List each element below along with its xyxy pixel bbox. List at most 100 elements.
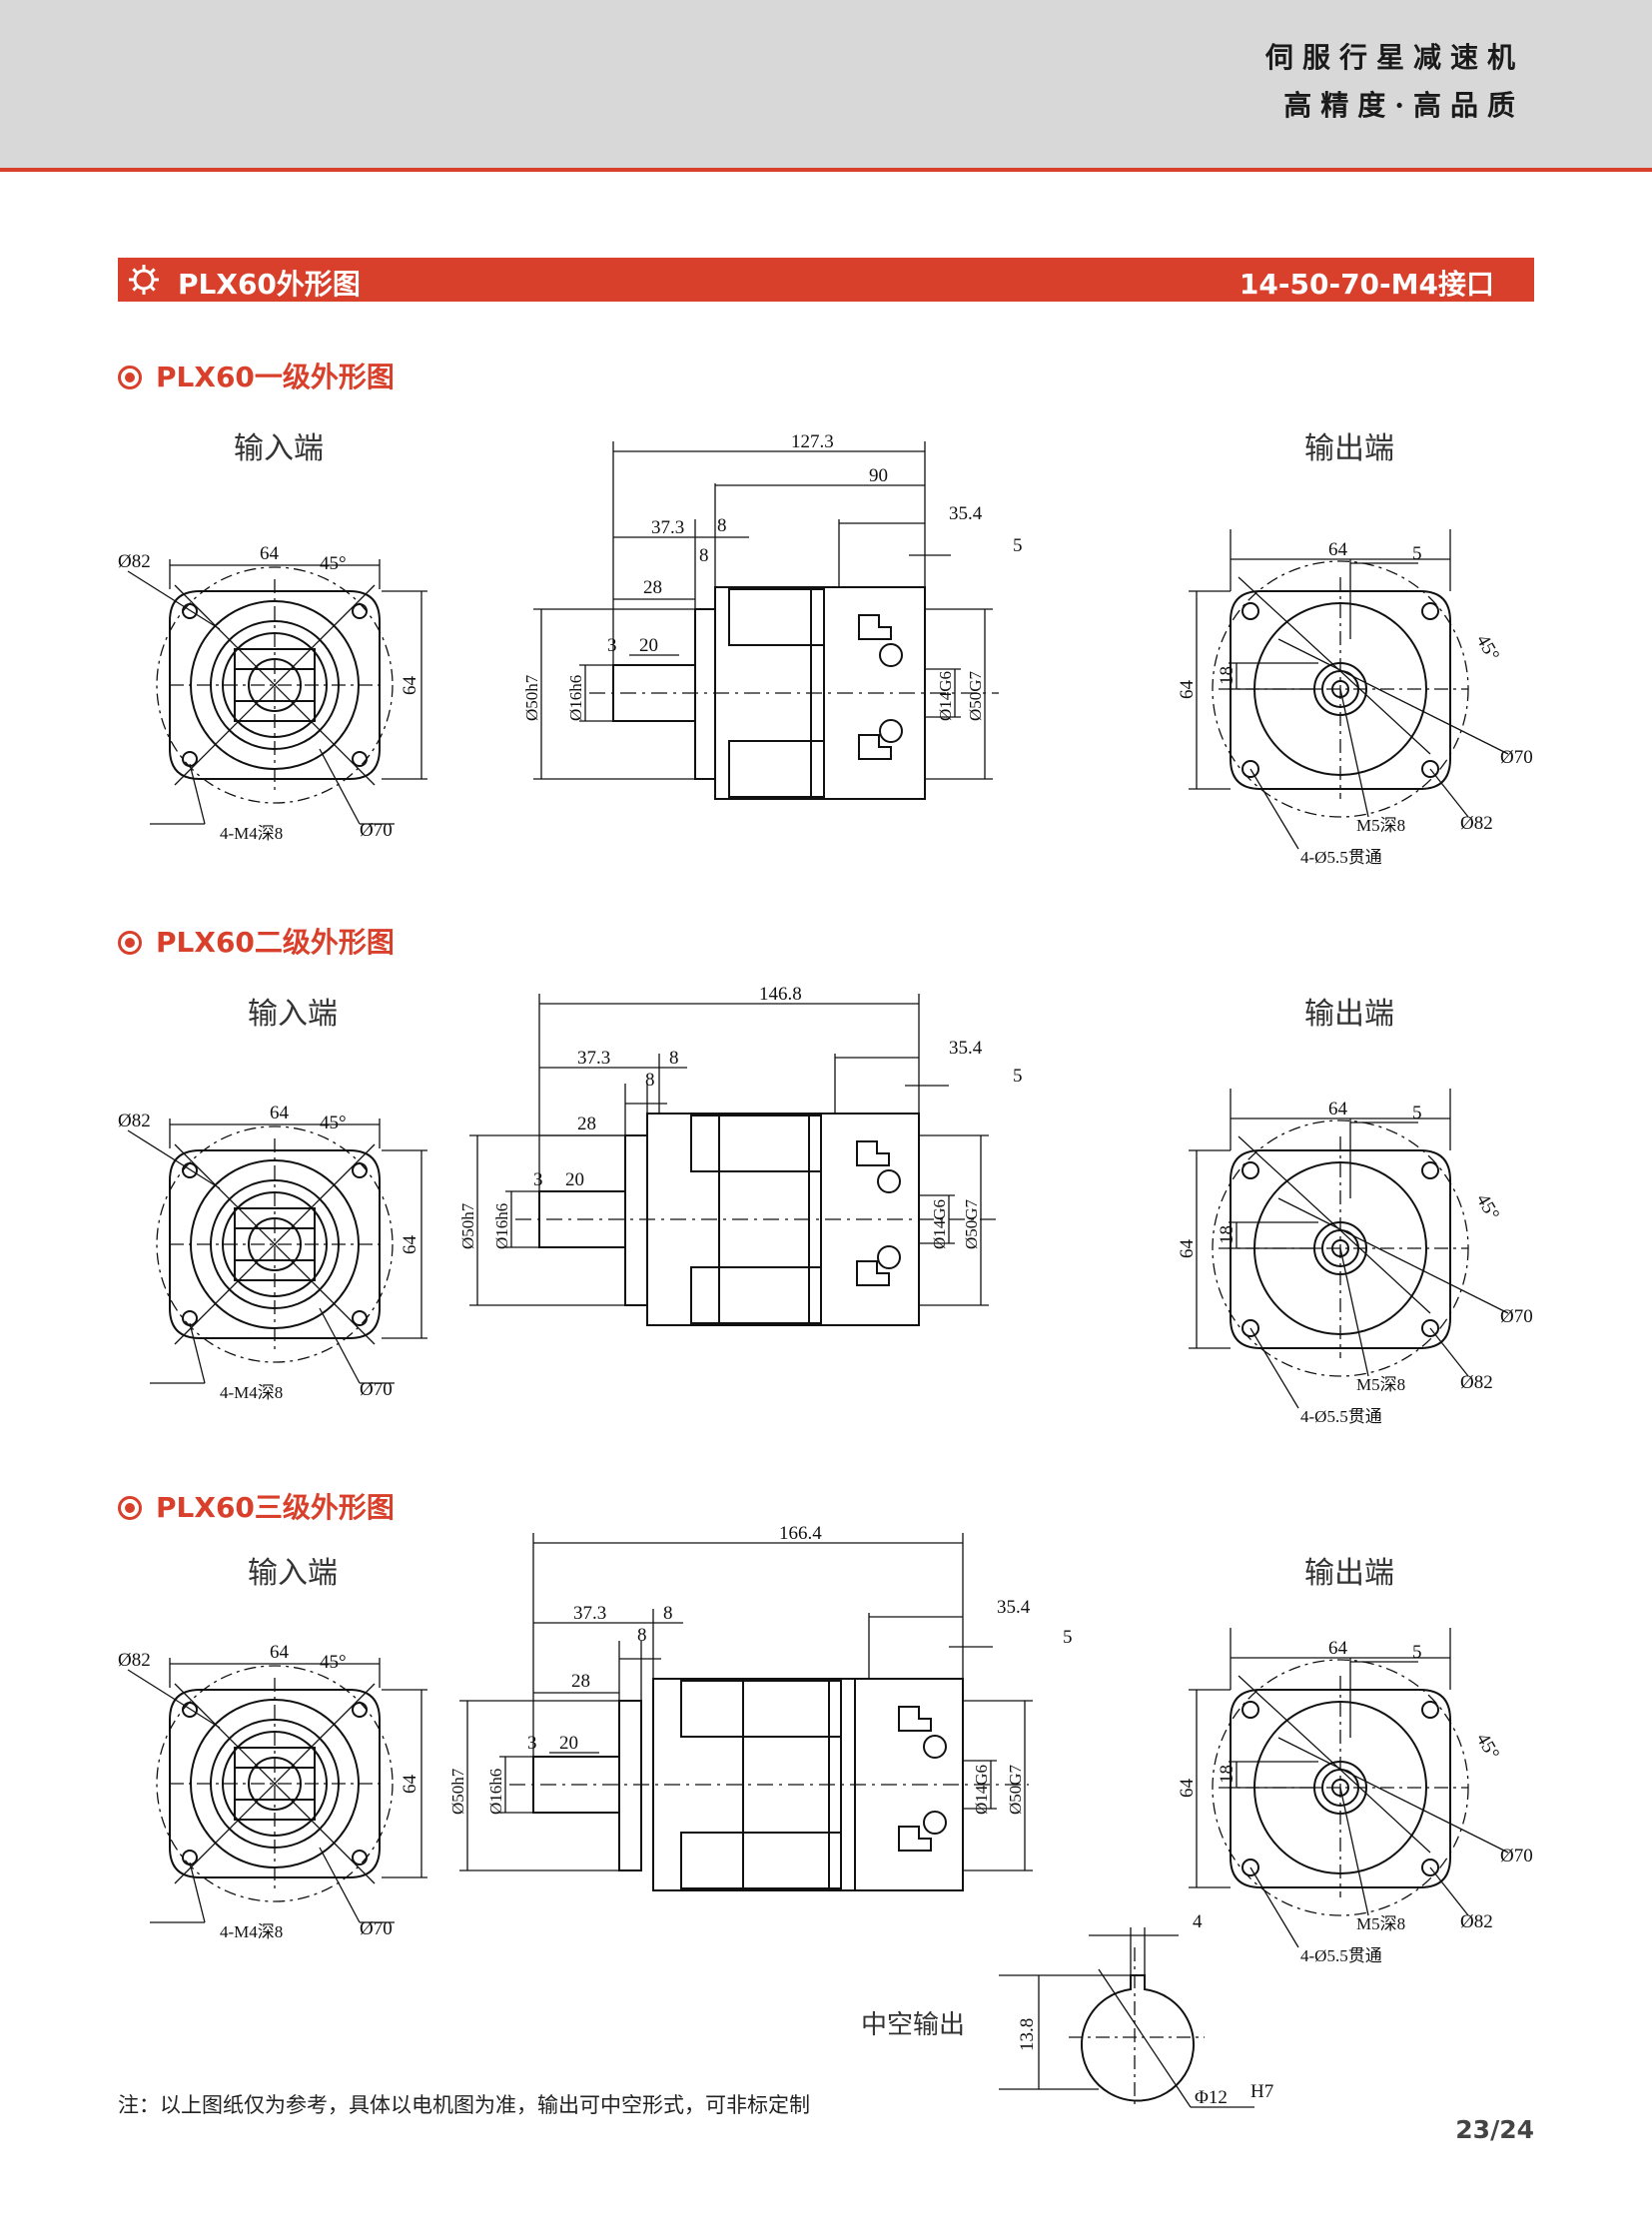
dim-output-d82-3: Ø82 [1460, 1911, 1493, 1932]
dim-total-length-2: 146.8 [759, 984, 802, 1005]
dim-output-holes-1: 4-Ø5.5贯通 [1300, 848, 1382, 867]
dim-input-angle-1: 45° [320, 553, 347, 574]
dim-input-m4-2: 4-M4深8 [220, 1383, 283, 1402]
output-end-view-2: 64 5 45° 64 18 Ø70 M5深8 Ø82 4-Ø5.5贯通 [1179, 1089, 1533, 1426]
bullet-icon [118, 366, 142, 389]
tagline-line1: 伺服行星减速机 [1264, 41, 1524, 74]
dim-input-m4-1: 4-M4深8 [220, 824, 283, 843]
input-end-label-2: 输入端 [248, 997, 338, 1032]
dim-key-width: 4 [1193, 1911, 1203, 1932]
input-end-label-3: 输入端 [248, 1556, 338, 1591]
dim-bore-tol: H7 [1250, 2081, 1273, 2102]
dim-28-3: 28 [571, 1671, 590, 1692]
dim-total-length-3: 166.4 [779, 1523, 822, 1544]
dim-output-m5-2: M5深8 [1356, 1375, 1405, 1394]
hollow-output-detail: 4 13.8 Φ12 H7 [999, 1911, 1273, 2108]
main-title: PLX60外形图 [178, 268, 361, 301]
dim-d50g7-2: Ø50G7 [962, 1198, 981, 1249]
dim-output-m5-1: M5深8 [1356, 816, 1405, 835]
dim-shaft-1: 37.3 [651, 517, 684, 538]
dim-output-height-2: 64 [1179, 1239, 1198, 1259]
dim-output-height-1: 64 [1179, 680, 1198, 700]
dim-input-width-1: 64 [260, 543, 280, 564]
dim-input-angle-2: 45° [320, 1113, 347, 1133]
dim-20-2: 20 [565, 1169, 584, 1190]
dim-output-18-3: 18 [1217, 1765, 1238, 1784]
bullet-icon [118, 931, 142, 955]
dim-3-1: 3 [607, 635, 617, 656]
side-view-3: 166.4 37.3 8 8 28 3 20 35.4 5 Ø50h7 Ø16h… [449, 1523, 1073, 1891]
output-end-view-3: 64 5 45° 64 18 Ø70 M5深8 Ø82 4-Ø5.5贯通 [1179, 1628, 1533, 1965]
dim-input-d70-2: Ø70 [360, 1379, 393, 1400]
dim-d50h7-3: Ø50h7 [449, 1768, 467, 1815]
dim-output-18-2: 18 [1217, 1225, 1238, 1244]
section-heading-1: PLX60一级外形图 [118, 356, 395, 395]
tagline-line2: 高精度·高品质 [1283, 89, 1524, 122]
input-end-view-1: 64 Ø82 45° 64 4-M4深8 Ø70 [118, 543, 427, 843]
dim-input-height-1: 64 [400, 676, 420, 696]
dim-output-d82-1: Ø82 [1460, 813, 1493, 834]
dim-output-width-3: 64 [1328, 1638, 1348, 1659]
dim-output-d70-2: Ø70 [1500, 1306, 1533, 1327]
dim-input-d70-1: Ø70 [360, 820, 393, 841]
page-number: 23/24 [1455, 2115, 1534, 2144]
footnote: 注：以上图纸仅为参考，具体以电机图为准，输出可中空形式，可非标定制 [118, 2093, 810, 2117]
output-end-label-2: 输出端 [1304, 997, 1394, 1032]
dim-key-height: 13.8 [1017, 2018, 1038, 2051]
dim-input-height-2: 64 [400, 1235, 420, 1255]
dim-input-d82-3: Ø82 [118, 1650, 151, 1671]
dim-d50h7-1: Ø50h7 [522, 674, 541, 721]
dim-d16h6-2: Ø16h6 [492, 1203, 511, 1249]
input-end-label-1: 输入端 [234, 431, 324, 466]
dim-input-d82-2: Ø82 [118, 1111, 151, 1131]
dim-output-holes-3: 4-Ø5.5贯通 [1300, 1946, 1382, 1965]
dim-d16h6-3: Ø16h6 [486, 1769, 505, 1815]
dim-body-length-1: 90 [869, 465, 888, 486]
dim-output-holes-2: 4-Ø5.5贯通 [1300, 1407, 1382, 1426]
dim-8b-3: 8 [637, 1625, 647, 1646]
dim-28-2: 28 [577, 1114, 596, 1134]
dim-d16h6-1: Ø16h6 [566, 675, 585, 721]
title-bar: PLX60外形图 14-50-70-M4接口 [118, 258, 1534, 302]
dim-8a-3: 8 [663, 1603, 673, 1624]
dim-35-1: 35.4 [949, 503, 983, 524]
dim-d14g6-1: Ø14G6 [936, 671, 955, 721]
dim-d50g7-1: Ø50G7 [966, 670, 985, 721]
dim-output-angle-1: 45° [1472, 631, 1503, 665]
dim-output-18-1: 18 [1217, 666, 1238, 685]
dim-input-d70-3: Ø70 [360, 1918, 393, 1939]
side-view-1: 127.3 90 37.3 8 8 28 3 20 35.4 5 Ø50h7 Ø… [522, 431, 1023, 800]
dim-d14g6-2: Ø14G6 [930, 1199, 949, 1249]
dim-20-1: 20 [639, 635, 658, 656]
dim-output-d70-1: Ø70 [1500, 747, 1533, 768]
dim-input-angle-3: 45° [320, 1652, 347, 1673]
dim-output-angle-3: 45° [1472, 1730, 1503, 1764]
input-end-view-2: 64 Ø82 45° 64 4-M4深8 Ø70 [118, 1103, 427, 1402]
dim-output-width-2: 64 [1328, 1099, 1348, 1119]
dim-input-d82-1: Ø82 [118, 551, 151, 572]
section-heading-3: PLX60三级外形图 [118, 1486, 395, 1526]
dim-8b-2: 8 [645, 1070, 655, 1091]
dim-35-2: 35.4 [949, 1038, 983, 1059]
dim-5-1: 5 [1013, 535, 1023, 556]
dim-output-key-1: 5 [1412, 543, 1422, 564]
dim-8a-2: 8 [669, 1048, 679, 1069]
dim-total-length-1: 127.3 [791, 431, 834, 452]
dim-8a-1: 8 [717, 515, 727, 536]
dim-3-3: 3 [527, 1733, 537, 1754]
dim-5-2: 5 [1013, 1066, 1023, 1087]
header-rule [0, 168, 1652, 172]
dim-output-d82-2: Ø82 [1460, 1372, 1493, 1393]
dim-shaft-3: 37.3 [573, 1603, 606, 1624]
dim-input-width-3: 64 [270, 1642, 290, 1663]
dim-output-d70-3: Ø70 [1500, 1846, 1533, 1866]
interface-label: 14-50-70-M4接口 [1239, 268, 1494, 301]
gear-icon [129, 265, 159, 295]
dim-output-width-1: 64 [1328, 539, 1348, 560]
dim-d50h7-2: Ø50h7 [459, 1202, 477, 1249]
dim-input-height-3: 64 [400, 1775, 420, 1795]
bullet-icon [118, 1496, 142, 1520]
dim-35-3: 35.4 [997, 1597, 1031, 1618]
dim-bore: Φ12 [1195, 2087, 1228, 2108]
hollow-output-label: 中空输出 [861, 2010, 966, 2040]
